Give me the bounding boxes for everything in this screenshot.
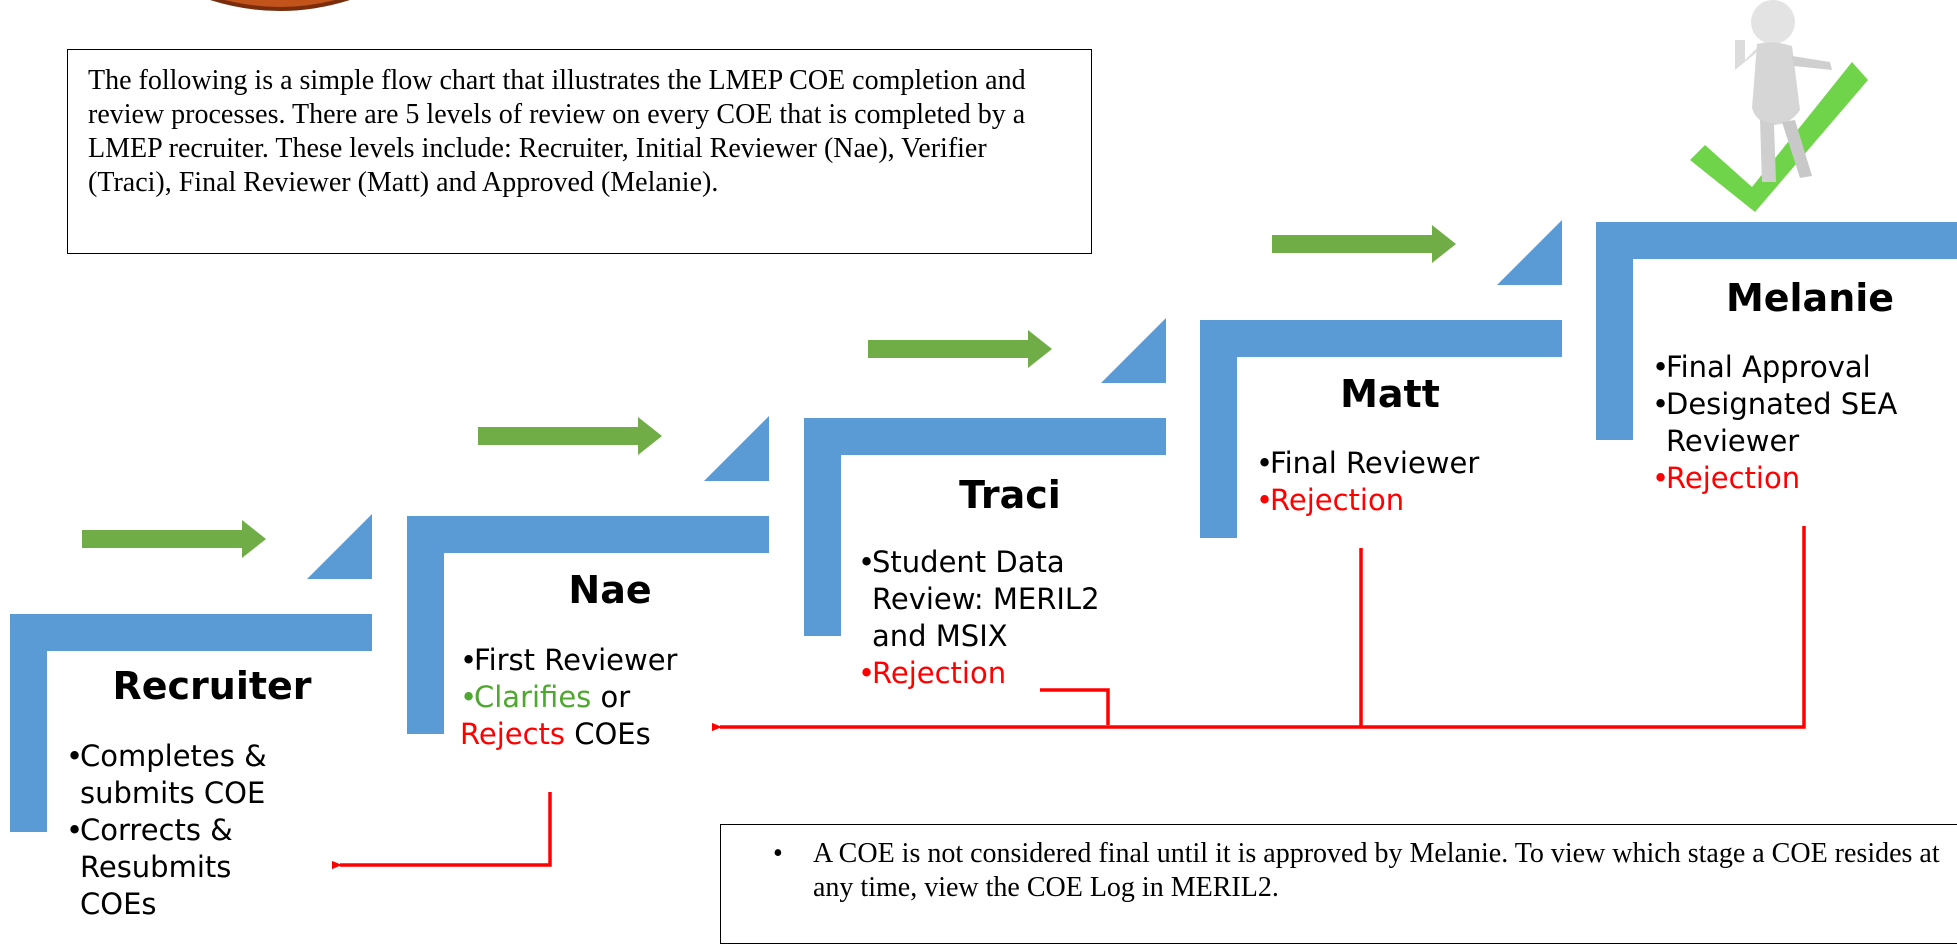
progress-arrow-1	[82, 520, 266, 558]
progress-arrow-2	[478, 417, 662, 455]
progress-arrow-3	[868, 330, 1052, 368]
intro-text-box: The following is a simple flow chart tha…	[67, 49, 1092, 254]
rejection-line-nae	[340, 792, 552, 865]
note-bullet: •	[773, 838, 783, 869]
stage-title-recruiter: Recruiter	[112, 664, 312, 708]
rejection-line-traci	[1040, 688, 1110, 725]
logo-icon	[210, 0, 350, 11]
step-melanie-shape	[1596, 222, 1957, 440]
nae-bullets: •First Reviewer •Clarifies or Rejects CO…	[460, 643, 678, 751]
step-matt-shape	[1200, 320, 1562, 538]
stage-title-nae: Nae	[568, 568, 652, 612]
step-triangle-4	[1497, 220, 1562, 285]
step-triangle-2	[704, 416, 769, 481]
matt-bullets: •Final Reviewer •Rejection	[1256, 446, 1480, 517]
traci-rejection: Rejection	[872, 656, 1007, 690]
nae-bullet-2: Clarifies or	[474, 680, 631, 714]
stage-title-traci: Traci	[959, 473, 1061, 517]
step-triangle-1	[307, 514, 372, 579]
flow-diagram	[10, 0, 1957, 906]
melanie-bullet-1: Final Approval	[1666, 350, 1871, 384]
step-triangle-3	[1101, 318, 1166, 383]
stage-title-melanie: Melanie	[1725, 276, 1895, 320]
progress-arrow-4	[1272, 225, 1456, 263]
intro-text: The following is a simple flow chart tha…	[88, 65, 1026, 198]
step-recruiter-shape	[10, 614, 372, 832]
step-nae-shape	[407, 516, 769, 734]
note-text: A COE is not considered final until it i…	[813, 838, 1940, 903]
step-traci-shape	[804, 418, 1166, 636]
rejection-lines	[340, 526, 1806, 865]
recruiter-bullet-1: Completes &submits COE	[80, 739, 267, 810]
matt-bullet-1: Final Reviewer	[1270, 446, 1480, 480]
matt-rejection: Rejection	[1270, 483, 1405, 517]
note-box: • A COE is not considered final until it…	[720, 824, 1957, 944]
recruiter-bullet-2: Corrects &Resubmits COEs	[80, 813, 233, 921]
rejection-line-melanie	[720, 526, 1806, 727]
approval-figure-checkmark-icon	[1690, 0, 1868, 212]
melanie-rejection: Rejection	[1666, 461, 1801, 495]
nae-bullet-2-cont: Rejects COEs	[460, 717, 651, 751]
nae-bullet-1: First Reviewer	[474, 643, 678, 677]
recruiter-bullets: •Completes &submits COE •Corrects &Resub…	[66, 738, 300, 923]
stage-title-matt: Matt	[1340, 372, 1440, 416]
